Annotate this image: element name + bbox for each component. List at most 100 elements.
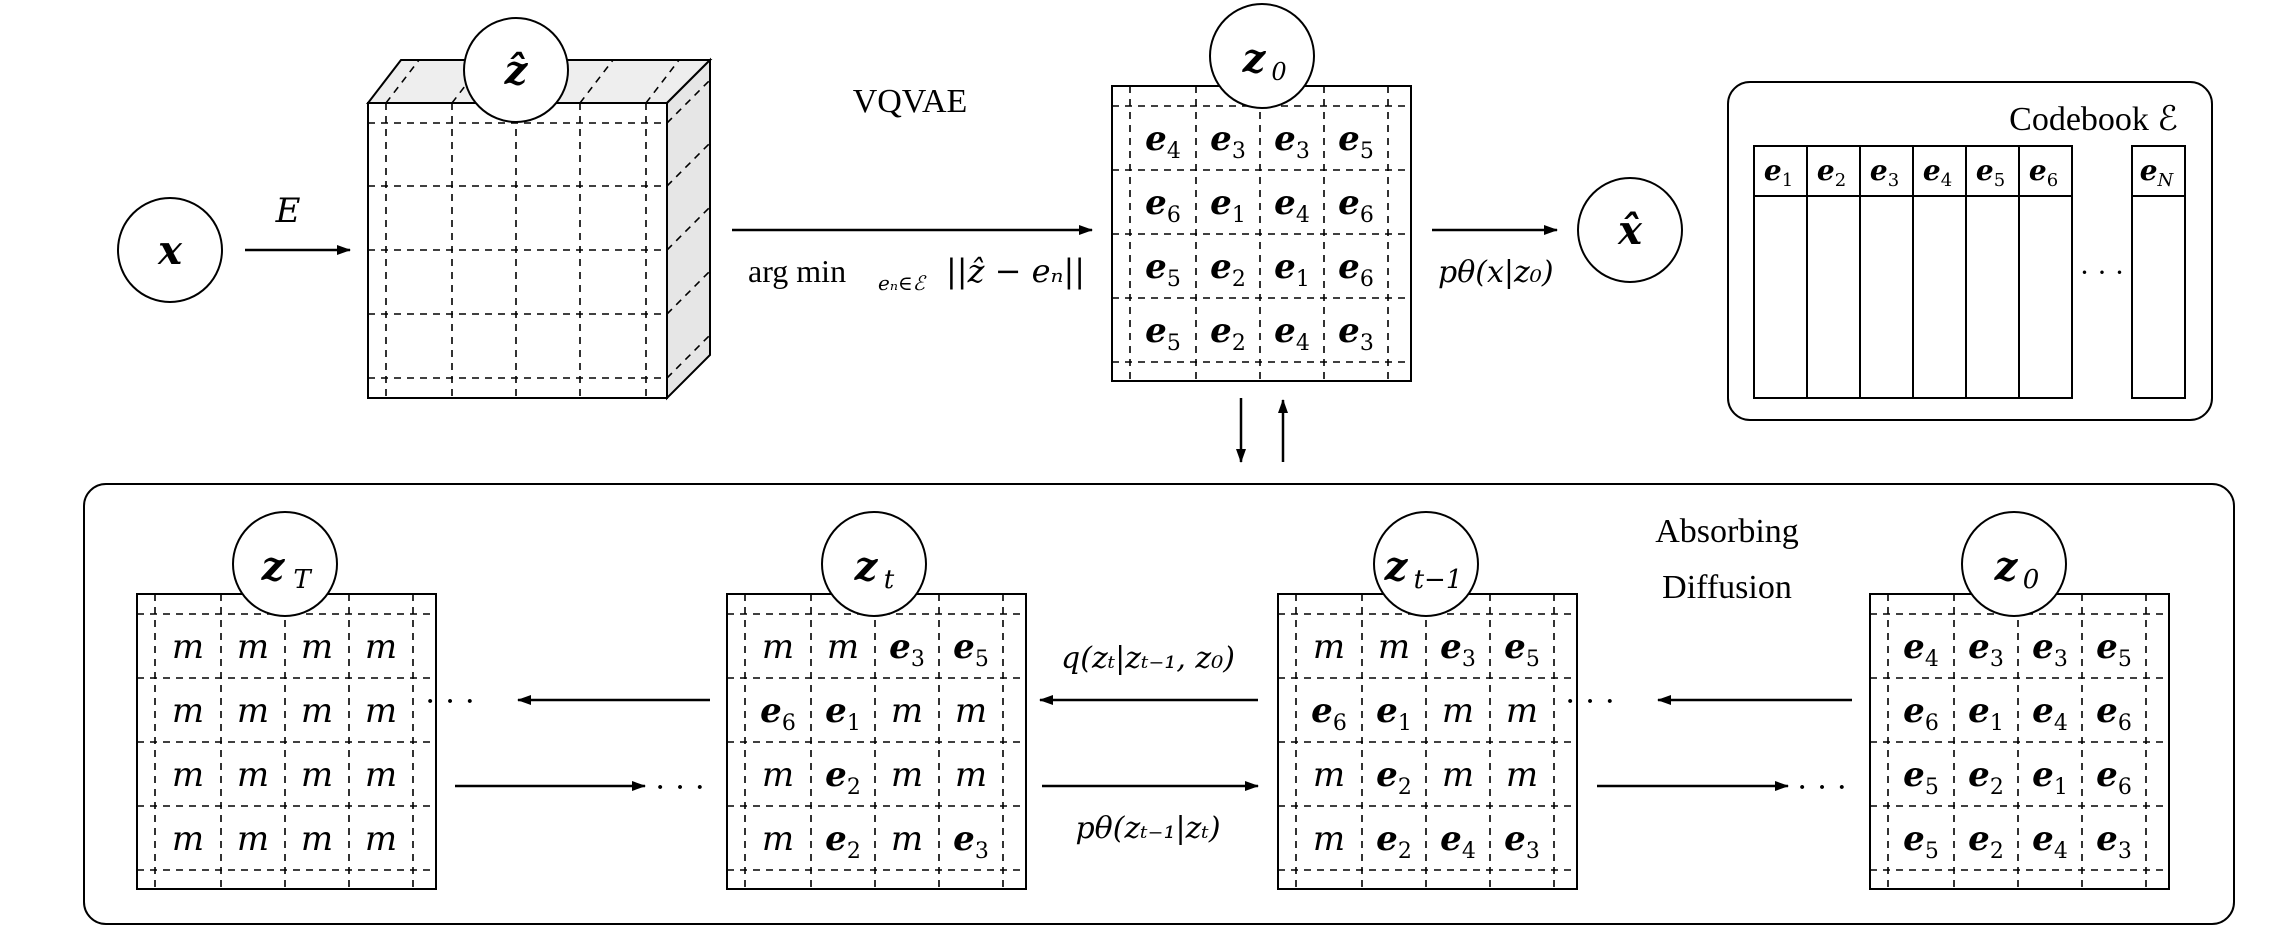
grid-cell-token: e3 [1440,627,1476,672]
grid-cell-token: e6 [1145,183,1181,228]
grid-cell-token: e6 [760,691,796,736]
argmin-label: arg min [748,253,846,289]
grid-cell-token: m [301,627,333,667]
zt-node: z t [821,511,927,617]
reverse-arrows: · · · pθ(zₜ₋₁|zₜ) · · · [455,769,1847,846]
codebook-ellipsis: · · · [2080,256,2125,289]
grid-cell-token: e1 [1968,691,2004,736]
grid-cell-token: e5 [1903,819,1939,864]
codebook-entry-label: e4 [1923,154,1952,191]
grid-cell-token: e2 [1968,755,2004,800]
grid-cell-token: e4 [2032,819,2068,864]
grid-cell-token: m [1313,755,1345,795]
codebook-column [2018,145,2073,399]
zt-subscript: t [884,565,895,595]
grid-cell-token: e4 [2032,691,2068,736]
grid-cell-token: m [891,755,923,795]
grid-cell-token: e2 [1376,755,1412,800]
codebook-column [2131,145,2186,399]
zhat-label: ẑ [504,47,529,94]
diffusion-title-line1: Absorbing [1655,513,1799,550]
grid-cell-token: e6 [1338,183,1374,228]
grid-cell-token: m [365,691,397,731]
grid-cell-token: e5 [1903,755,1939,800]
grid-cell-token: m [301,819,333,859]
grid-cell-token: e4 [1274,183,1310,228]
grid-cell-token: e1 [1210,183,1246,228]
grid-cell-token: m [1313,819,1345,859]
argmin-subscript: eₙ∈ℰ [878,271,927,295]
grid-cell-token: m [237,755,269,795]
zt-minus-1-subscript: t−1 [1414,565,1463,595]
grid-cell-token: m [301,755,333,795]
grid-cell-token: m [1378,627,1410,667]
zT-subscript: T [293,565,312,595]
ellipsis-reverse-1: · · · [655,769,706,806]
grid-cell-token: e4 [1274,311,1310,356]
grid-cell-token: m [365,755,397,795]
grid-cell-token: m [827,627,859,667]
grid-cell-token: m [762,819,794,859]
grid-cell-token: m [365,819,397,859]
vqvae-title: VQVAE [853,83,968,120]
codebook-column [1912,145,1967,399]
reverse-process-label: pθ(zₜ₋₁|zₜ) [1075,811,1220,846]
grid-cell-token: e3 [2096,819,2132,864]
grid-cell-token: m [1442,755,1474,795]
forward-process-label: q(zₜ|zₜ₋₁, z₀) [1061,641,1235,676]
grid-cell-token: m [762,627,794,667]
grid-cell-token: e2 [825,819,861,864]
grid-cell-token: m [301,691,333,731]
output-xhat-node: x̂ [1577,177,1683,283]
ellipsis-forward-2: · · · [1565,683,1616,720]
grid-cell-token: e3 [2032,627,2068,672]
grid-cell-token: e2 [1376,819,1412,864]
diffusion-title-line2: Diffusion [1662,569,1792,606]
grid-cell-token: e3 [1504,819,1540,864]
encoder-arrow: E [245,191,351,255]
zT-label: z [261,543,286,590]
forward-arrows: · · · q(zₜ|zₜ₋₁, z₀) · · · [425,641,1852,720]
grid-cell-token: e5 [1338,119,1374,164]
codebook-title: Codebook ℰ [2009,101,2178,138]
grid-cell-token: e4 [1440,819,1476,864]
grid-cell-token: m [172,691,204,731]
grid-cell-token: e1 [825,691,861,736]
zt-minus-1-label: z [1384,543,1409,590]
grid-cell-token: e2 [1968,819,2004,864]
grid-cell-token: e6 [2096,691,2132,736]
grid-cell-token: e2 [825,755,861,800]
zt-minus-1-node: z t−1 [1373,511,1479,617]
input-x-node: x [117,197,223,303]
decoder-label: pθ(x|z₀) [1438,255,1554,290]
grid-cell-token: e1 [2032,755,2068,800]
grid-cell-token: m [1506,691,1538,731]
grid-cell-token: m [237,819,269,859]
grid-cell-token: e2 [1210,247,1246,292]
grid-cell-token: e3 [889,627,925,672]
zt-label: z [854,543,879,590]
ellipsis-reverse-2: · · · [1797,769,1848,806]
grid-cell-token: m [237,627,269,667]
grid-cell-token: e1 [1376,691,1412,736]
grid-cell-token: e6 [1311,691,1347,736]
grid-cell-token: m [172,819,204,859]
grid-cell-token: e6 [2096,755,2132,800]
grid-cell-token: m [1506,755,1538,795]
grid-cell-token: e4 [1903,627,1939,672]
grid-cell-token: e2 [1210,311,1246,356]
z0-top-node: z 0 [1209,3,1315,109]
xhat-label: x̂ [1617,207,1643,254]
input-x-label: x [157,227,183,274]
grid-cell-token: m [237,691,269,731]
latent-cube: ẑ [365,17,713,401]
codebook-column [1753,145,1808,399]
codebook-entry-label: e3 [1870,154,1899,191]
grid-cell-token: e1 [1274,247,1310,292]
grid-cell-token: m [1442,691,1474,731]
